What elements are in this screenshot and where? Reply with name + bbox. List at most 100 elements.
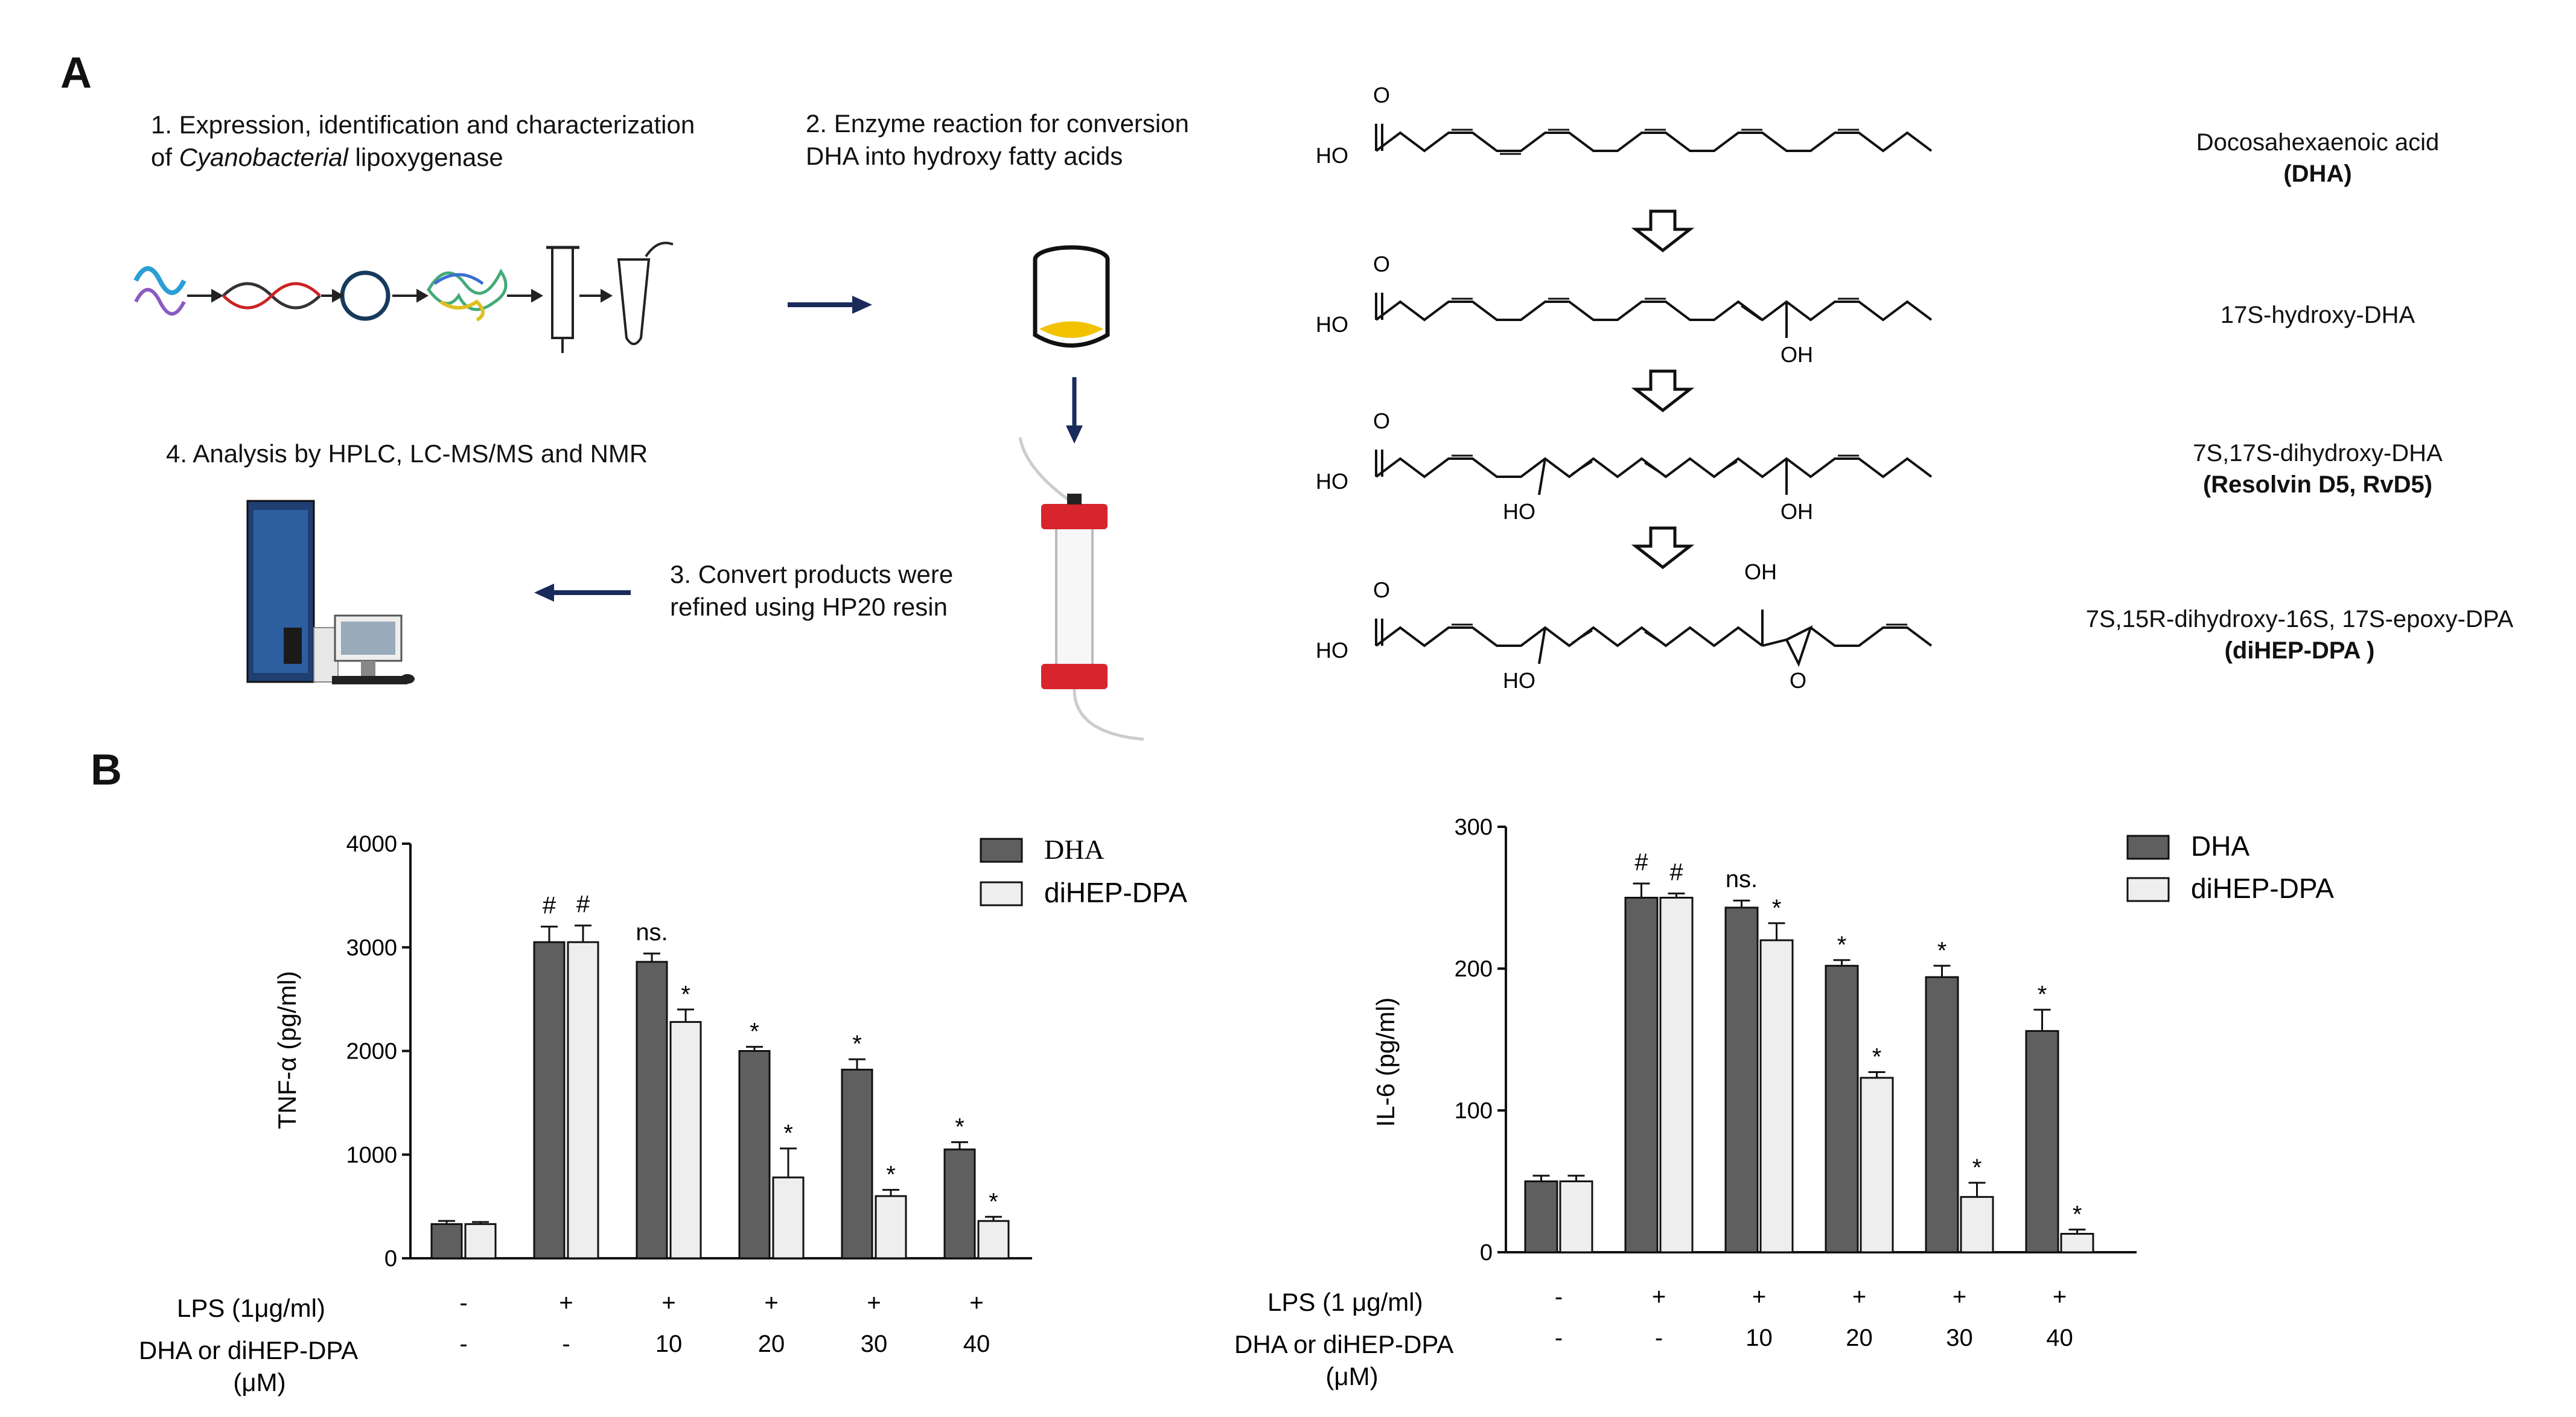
svg-text:OH: OH [1781, 342, 1813, 367]
significance-marker: * [989, 1188, 998, 1215]
dose-row-value: 20 [1846, 1325, 1873, 1351]
svg-text:OH: OH [1744, 559, 1777, 584]
significance-marker: ns. [1726, 866, 1758, 893]
significance-marker: * [2038, 981, 2047, 1008]
significance-marker: * [681, 981, 690, 1008]
eppendorf-tube-icon [617, 241, 674, 345]
bar-dha [636, 961, 668, 1259]
significance-marker: * [1937, 937, 1947, 964]
legend-label-dha: DHA [1044, 834, 1105, 865]
y-tick-label: 2000 [346, 1039, 397, 1065]
bar-dihep-dpa [1559, 1180, 1593, 1253]
panel-a-label: A [60, 49, 92, 97]
bar-dha [1724, 906, 1759, 1253]
lps-row-value: + [2053, 1284, 2067, 1310]
workflow-small-arrows [187, 288, 613, 303]
il6-lps-row-label: LPS (1 μg/ml) [1267, 1288, 1423, 1316]
reaction-vessel-icon [1033, 245, 1110, 348]
bar-dha [430, 1223, 463, 1259]
dose-row-value: - [459, 1331, 467, 1357]
step2-line2: DHA into hydroxy fatty acids [806, 142, 1123, 170]
bar-dha [1524, 1180, 1558, 1253]
y-tick-label: 200 [1455, 957, 1493, 982]
significance-marker: * [886, 1162, 896, 1188]
dose-row-value: 30 [1946, 1325, 1973, 1351]
bar-dihep-dpa [772, 1176, 805, 1259]
step1-line1: 1. Expression, identification and charac… [151, 110, 695, 139]
lps-row-value: + [662, 1290, 675, 1316]
dose-row-value: - [562, 1331, 570, 1357]
hydroxy-dha-structure [1375, 293, 1933, 338]
il6-y-axis-label: IL-6 (pg/ml) [1371, 998, 1400, 1127]
lps-row-value: + [1652, 1284, 1666, 1310]
bar-dha [841, 1068, 873, 1259]
dna-helix-icon [133, 266, 187, 316]
dose-row-value: 40 [963, 1331, 990, 1357]
syringe-column-icon [546, 246, 579, 353]
legend-label-dha: DHA [2191, 830, 2249, 862]
dose-row-value: 10 [655, 1331, 683, 1357]
legend-label-dihep-dpa: diHEP-DPA [1044, 877, 1187, 908]
tnf-dose-row-label-1: DHA or diHEP-DPA [139, 1336, 358, 1364]
y-tick-label: 4000 [346, 832, 397, 857]
legend-swatch-dha [2126, 835, 2170, 860]
y-tick-label: 100 [1455, 1098, 1493, 1124]
legend-swatch-dihep-dpa [980, 881, 1023, 906]
lps-row-value: + [867, 1290, 881, 1316]
significance-marker: * [1772, 895, 1782, 922]
molecule-name-17s-hydroxy-dha: 17S-hydroxy-DHA [2220, 302, 2415, 328]
bar-dihep-dpa [2060, 1232, 2094, 1253]
chemical-structures: O HO O HO OH O HO HO OH O HO HO OH O [1316, 83, 1933, 693]
tnf-dose-row-label-2: (μM) [233, 1368, 285, 1396]
significance-marker: * [750, 1019, 759, 1045]
legend-swatch-dha [980, 838, 1023, 863]
tnf-alpha-chart: 01000200030004000--+-+10+20+30+40##ns.**… [139, 832, 1187, 1396]
bar-dihep-dpa [464, 1223, 497, 1259]
arrow-right-icon [788, 296, 872, 314]
bar-dihep-dpa [1659, 897, 1694, 1253]
il6-legend: DHA diHEP-DPA [2126, 830, 2334, 904]
svg-text:HO: HO [1316, 312, 1348, 337]
reaction-arrows [1631, 209, 1695, 570]
svg-text:O: O [1373, 409, 1390, 433]
svg-text:HO: HO [1316, 469, 1348, 494]
lps-row-value: + [764, 1290, 778, 1316]
lps-row-value: + [1852, 1284, 1866, 1310]
dose-row-value: - [1555, 1325, 1563, 1351]
molecule-name-dihep-dpa: 7S,15R-dihydroxy-16S, 17S-epoxy-DPA(diHE… [2085, 606, 2514, 664]
bar-dha [1624, 897, 1659, 1253]
bar-dihep-dpa [1860, 1077, 1894, 1253]
svg-text:O: O [1373, 578, 1390, 602]
significance-marker: # [543, 892, 556, 919]
dose-row-value: 20 [758, 1331, 785, 1357]
lps-row-value: + [969, 1290, 983, 1316]
step1-text: 1. Expression, identification and charac… [151, 109, 695, 174]
tnf-lps-row-label: LPS (1μg/ml) [177, 1294, 325, 1322]
significance-marker: * [1837, 932, 1847, 958]
bar-dihep-dpa [977, 1220, 1010, 1259]
dose-row-value: 40 [2046, 1325, 2073, 1351]
arrow-left-icon [534, 584, 631, 602]
il6-dose-row-label-1: DHA or diHEP-DPA [1234, 1330, 1453, 1358]
dose-row-value: 30 [861, 1331, 888, 1357]
plasmid-icon [340, 270, 391, 321]
y-tick-label: 300 [1455, 815, 1493, 840]
step3-text: 3. Convert products were refined using H… [670, 558, 953, 623]
significance-marker: * [955, 1114, 964, 1141]
bar-dha [1925, 976, 1959, 1253]
y-tick-label: 0 [384, 1246, 397, 1272]
bar-dihep-dpa [1960, 1196, 1994, 1253]
svg-text:HO: HO [1316, 638, 1348, 663]
y-tick-label: 0 [1480, 1240, 1493, 1266]
bar-dihep-dpa [567, 941, 599, 1259]
lps-row-value: + [559, 1290, 573, 1316]
il6-dose-row-label-2: (μM) [1325, 1362, 1378, 1390]
step1-line2: of Cyanobacterial lipoxygenase [151, 143, 503, 171]
significance-marker: * [783, 1120, 793, 1147]
dose-row-value: 10 [1745, 1325, 1773, 1351]
bar-dha [738, 1050, 771, 1259]
significance-marker: # [576, 891, 590, 918]
tnf-alpha-y-axis-label: TNF-α (pg/ml) [273, 971, 301, 1129]
